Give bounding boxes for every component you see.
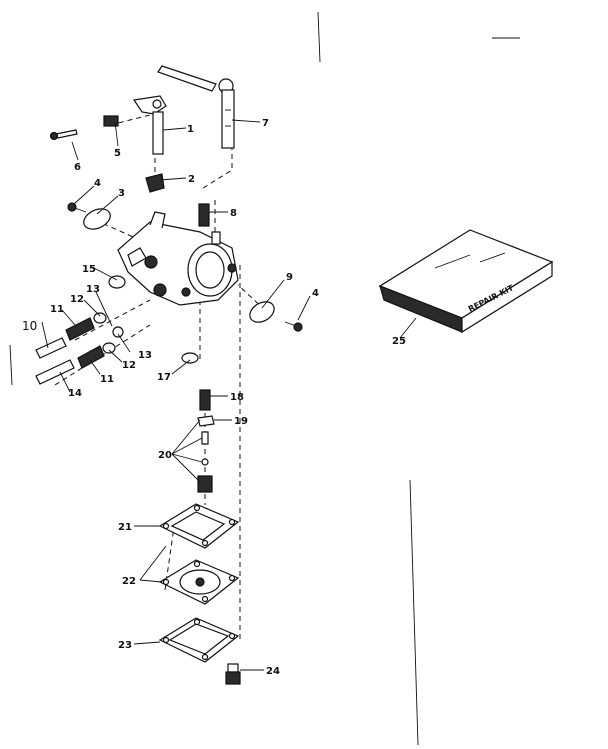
screw-part (55, 129, 78, 139)
screw-part (293, 322, 303, 332)
scan-mark (9, 344, 13, 386)
callout-11: 11 (50, 304, 64, 315)
callout-10: 10 (22, 319, 37, 333)
callout-7: 7 (262, 118, 269, 129)
assembly-line (109, 114, 151, 126)
callout-13: 13 (138, 350, 152, 361)
pin-part (201, 431, 209, 445)
diaphragm-part (158, 559, 240, 605)
callout-2: 2 (188, 174, 195, 185)
callout-13: 13 (86, 284, 100, 295)
spring-part (198, 203, 210, 227)
callout-8: 8 (230, 208, 237, 219)
callout-20: 20 (158, 450, 172, 461)
callout-24: 24 (266, 666, 280, 677)
assembly-line (237, 284, 266, 311)
callout-4: 4 (94, 178, 101, 189)
spring-part (77, 345, 105, 369)
callout-5: 5 (114, 148, 121, 159)
spring-part (103, 115, 119, 127)
cap-part (108, 275, 126, 289)
callout-22: 22 (122, 576, 136, 587)
o-ring-part (112, 326, 124, 338)
callout-12: 12 (70, 294, 84, 305)
needle-screw-part (35, 337, 67, 359)
spring-part (199, 389, 211, 411)
callout-1: 1 (187, 124, 194, 135)
callout-23: 23 (118, 640, 132, 651)
washer-part (93, 312, 107, 324)
cover-screw-part (225, 663, 241, 685)
callout-6: 6 (74, 162, 81, 173)
screw-head (49, 131, 59, 141)
throttle-plate-part (83, 208, 111, 230)
spring-part (65, 317, 95, 341)
throttle-shaft-part (157, 65, 235, 149)
callout-15: 15 (82, 264, 96, 275)
repair-kit-box (378, 229, 554, 334)
callout-3: 3 (118, 188, 125, 199)
callout-25: 25 (392, 336, 406, 347)
callout-14: 14 (68, 388, 82, 399)
scan-mark (317, 11, 321, 63)
callout-19: 19 (234, 416, 248, 427)
callout-4: 4 (312, 288, 319, 299)
diaphragm-cover-part (158, 617, 240, 663)
gasket-part (158, 503, 240, 549)
callout-12: 12 (122, 360, 136, 371)
choke-plate-part (249, 301, 275, 323)
seat-part (197, 475, 213, 493)
callout-17: 17 (157, 372, 171, 383)
screw-shank (74, 207, 87, 213)
callout-18: 18 (230, 392, 244, 403)
carburetor-body (117, 211, 239, 306)
fitting-part (145, 173, 165, 193)
needle-part (201, 458, 209, 466)
needle-screw-part (35, 359, 75, 385)
choke-shaft-part (132, 95, 167, 155)
scan-mark (409, 479, 419, 746)
callout-11: 11 (100, 374, 114, 385)
screw-part (67, 202, 77, 212)
callout-9: 9 (286, 272, 293, 283)
inlet-lever-part (197, 415, 215, 427)
welch-plug-part (181, 352, 199, 364)
callout-21: 21 (118, 522, 132, 533)
washer-part (102, 342, 116, 354)
